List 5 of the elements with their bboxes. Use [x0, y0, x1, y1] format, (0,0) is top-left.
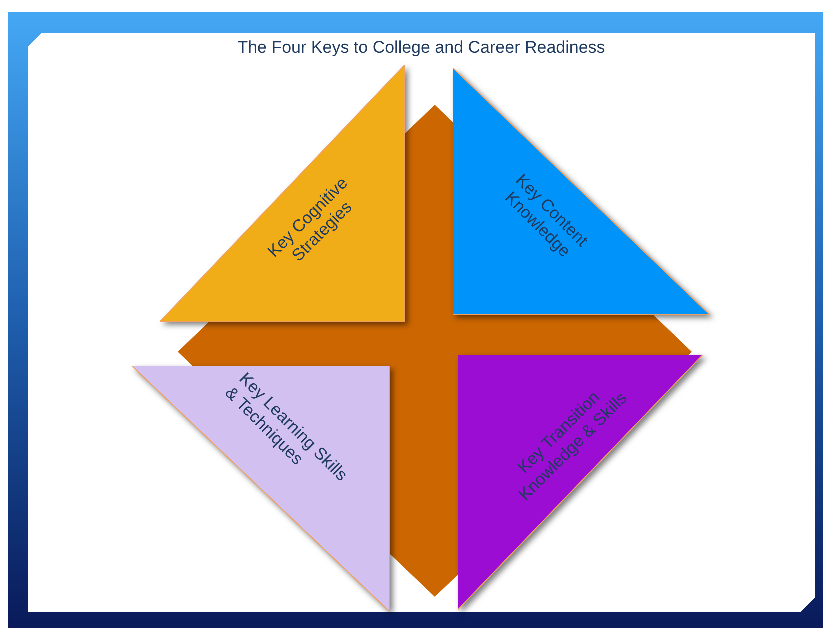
triangle-segment: [453, 68, 710, 315]
triangle-segment: [132, 366, 390, 612]
triangle-segment: [160, 65, 405, 322]
triangle-segment: [458, 355, 703, 610]
diagram-title: The Four Keys to College and Career Readiness: [236, 37, 606, 58]
